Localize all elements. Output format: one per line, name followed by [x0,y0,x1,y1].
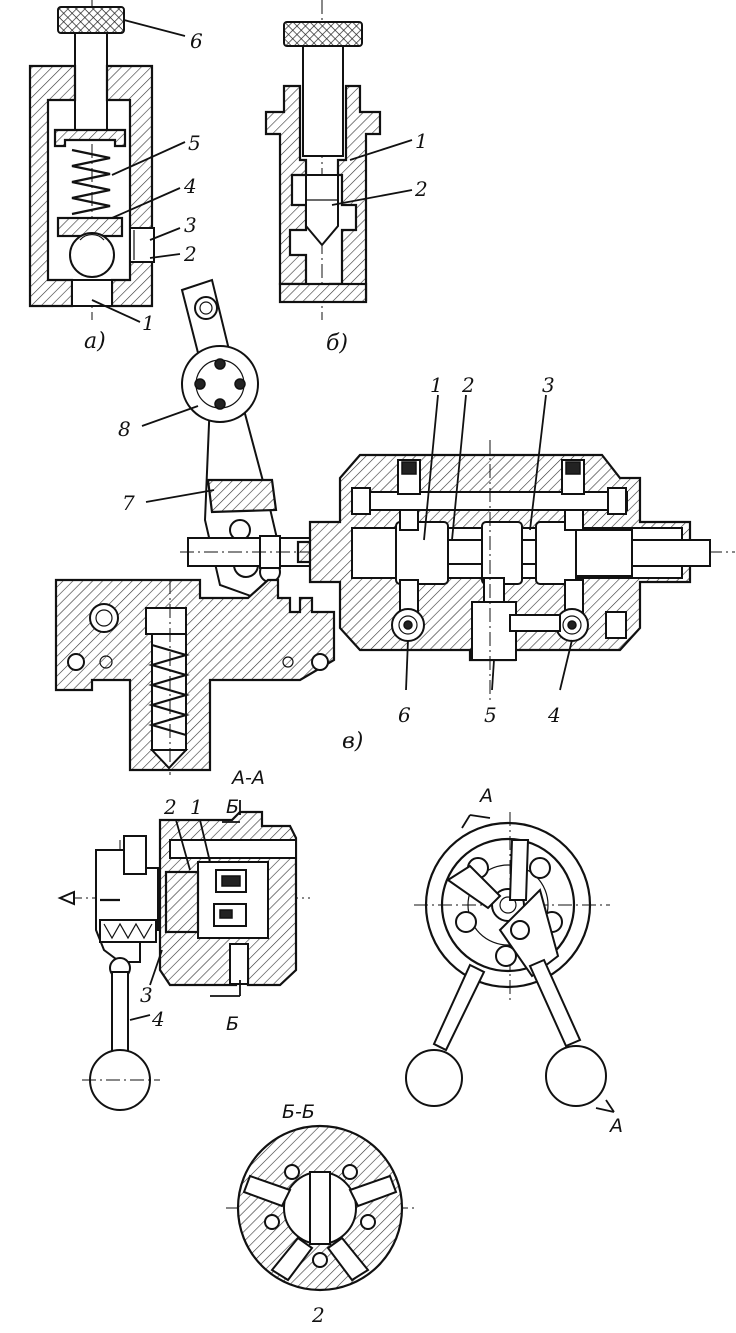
diagram-b: 1 2 б) [264,0,428,356]
label-aa-4: 4 [151,1007,165,1031]
label-aa-2: 2 [163,795,177,819]
label-v-3: 3 [542,373,555,397]
section-bb-title: Б-Б [282,1101,315,1123]
section-aa-title: А-А [230,767,265,789]
label-a-1: 1 [142,311,155,335]
section-bb: Б-Б 2 [226,1101,414,1327]
top-view-right: А А [405,785,623,1137]
label-aa-1: 1 [190,795,203,819]
caption-b: б) [326,331,348,356]
caption-a: а) [84,329,106,354]
section-aa: А-А Б Б 2 1 3 4 [57,767,310,1111]
label-v-4: 4 [547,703,561,727]
label-v-7: 7 [122,491,135,515]
label-a-3: 3 [184,213,197,237]
caption-v: в) [342,729,363,754]
cut-a-bottom: А [608,1115,623,1137]
cut-b-top: Б [226,796,239,818]
label-v-8: 8 [118,417,131,441]
diagram-a: 6 5 4 3 2 1 а) [28,0,203,354]
label-v-1: 1 [430,373,443,397]
label-v-5: 5 [484,703,497,727]
label-v-6: 6 [398,703,411,727]
label-a-6: 6 [190,29,203,53]
cut-a-top: А [478,785,493,807]
label-a-2: 2 [183,242,197,266]
cut-b-bottom: Б [226,1013,239,1035]
diagram-v: 1 2 3 8 7 6 5 4 в) [54,278,735,775]
label-aa-3: 3 [140,983,153,1007]
label-b-1: 1 [415,129,428,153]
label-a-5: 5 [188,131,201,155]
label-bb-2: 2 [311,1303,325,1327]
label-b-2: 2 [414,177,428,201]
label-a-4: 4 [183,174,197,198]
label-v-2: 2 [461,373,475,397]
